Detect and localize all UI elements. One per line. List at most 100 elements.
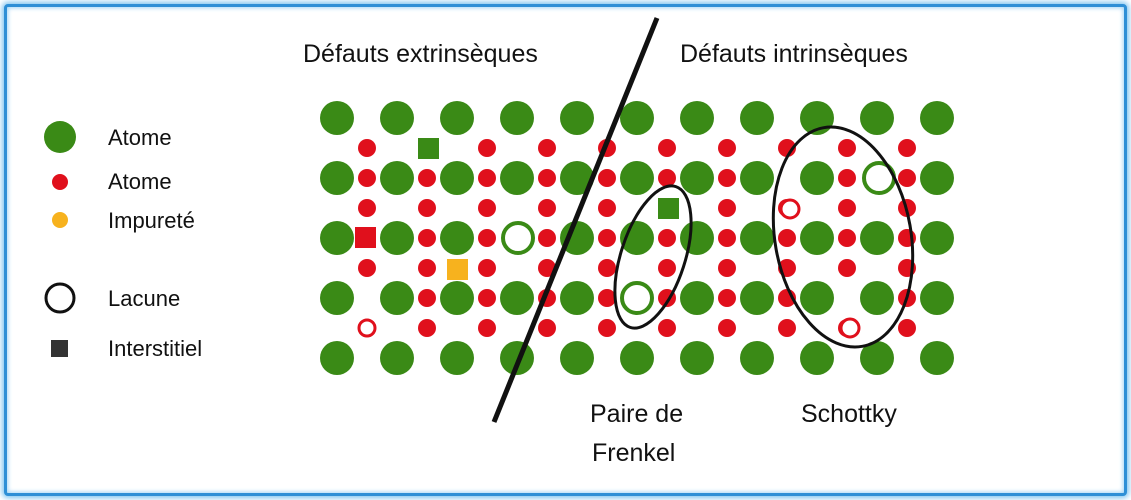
red-atom [598,259,616,277]
green-atom [920,341,954,375]
green-atom [860,281,894,315]
legend-label-vacancy: Lacune [108,286,180,311]
red-atom [478,229,496,247]
label-frenkel-line1: Paire de [590,400,683,428]
impurity-atom [447,259,468,280]
red-atom [478,139,496,157]
red-atom [538,169,556,187]
green-atom [740,341,774,375]
green-atom [560,341,594,375]
green-atom [500,281,534,315]
red-atom [718,169,736,187]
green-atom [800,341,834,375]
red-atom [418,199,436,217]
green-atom [560,221,594,255]
green-atom [920,221,954,255]
interstitial-red [355,227,376,248]
legend-interstitial-icon [51,340,68,357]
label-frenkel-line2: Frenkel [592,439,675,467]
red-atom [538,199,556,217]
legend-red-atom-icon [52,174,68,190]
red-atom [658,229,676,247]
red-atom [898,139,916,157]
red-atom [838,199,856,217]
legend-label-interstitial: Interstitiel [108,336,202,361]
red-atom [718,229,736,247]
red-atom [598,289,616,307]
green-atom [800,221,834,255]
green-atom [800,161,834,195]
red-atom [598,229,616,247]
green-atom [380,221,414,255]
red-atom [658,259,676,277]
green-atom [380,281,414,315]
red-atom [658,319,676,337]
legend-label-impurity: Impureté [108,208,195,233]
red-atom [658,139,676,157]
red-atom [718,139,736,157]
red-atom [598,199,616,217]
legend-label-green-atom: Atome [108,125,172,150]
green-atom [560,281,594,315]
red-atom [898,169,916,187]
green-atom [860,221,894,255]
green-atom [620,341,654,375]
legend-label-red-atom: Atome [108,169,172,194]
label-schottky: Schottky [801,400,897,428]
red-atom [838,169,856,187]
vacancy-schottky-red-2 [839,317,861,339]
green-atom [920,101,954,135]
green-atom [440,221,474,255]
green-atom [680,161,714,195]
green-atom [620,161,654,195]
legend: Atome Atome Impureté Lacune Interstitiel [44,121,202,361]
red-atom [478,199,496,217]
green-atom [740,221,774,255]
green-atom [620,101,654,135]
green-atom [920,281,954,315]
green-atom [380,161,414,195]
green-atom [500,101,534,135]
schottky-ellipse [771,125,915,349]
interstitial-green-frenkel [658,198,679,219]
vacancy-red-extrinsic [357,318,377,338]
red-atom [478,319,496,337]
green-atom [740,161,774,195]
red-atom [718,259,736,277]
green-atom [320,161,354,195]
red-atom [658,169,676,187]
frenkel-pair-ellipse [613,184,693,330]
green-atom [560,161,594,195]
red-atom [778,319,796,337]
red-atom [418,229,436,247]
green-atom [320,341,354,375]
green-atom [440,161,474,195]
red-atom [358,259,376,277]
red-atom [418,319,436,337]
green-atom [320,281,354,315]
green-atom [500,161,534,195]
green-atom [920,161,954,195]
red-atom [598,319,616,337]
green-atom [560,101,594,135]
red-atom [838,259,856,277]
green-atom [680,221,714,255]
heading-intrinsic: Défauts intrinsèques [680,40,908,68]
green-atom [380,341,414,375]
green-atom [740,101,774,135]
red-atom [418,169,436,187]
red-atom [778,229,796,247]
red-atom [478,259,496,277]
red-atom [538,259,556,277]
red-atom [898,319,916,337]
vacancy-schottky-red-1 [779,198,801,220]
red-atom [358,169,376,187]
green-atom [320,101,354,135]
green-atom [680,281,714,315]
green-atom [320,221,354,255]
vacancy-extrinsic [501,221,535,255]
green-atom [680,101,714,135]
red-atom [718,289,736,307]
red-atom [478,169,496,187]
interstitial-green-extrinsic [418,138,439,159]
